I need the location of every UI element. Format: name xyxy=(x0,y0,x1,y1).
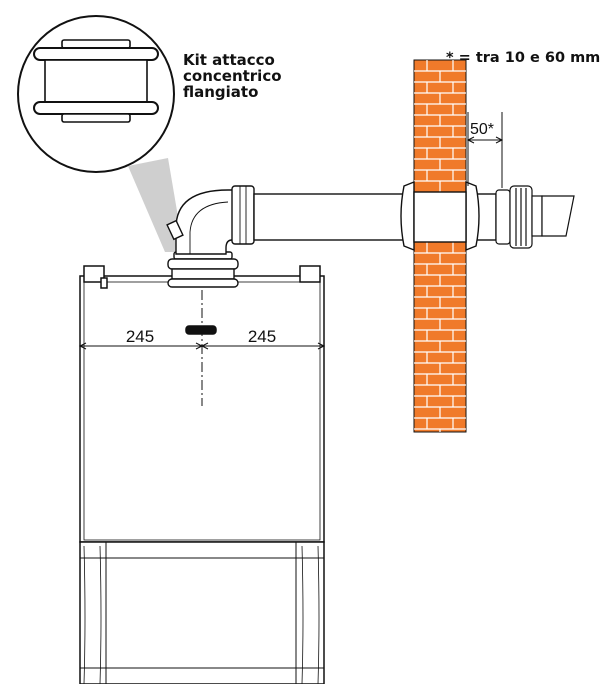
elbow-fitting xyxy=(166,185,255,255)
tolerance-note: * = tra 10 e 60 mm xyxy=(446,50,601,66)
flue-terminal xyxy=(495,185,575,249)
wall-rosettes xyxy=(400,180,480,252)
wall-offset-dimension xyxy=(466,112,504,188)
callout-label: Kit attacco concentrico flangiato xyxy=(183,51,282,101)
wall-offset-label: 50* xyxy=(470,121,494,138)
callout-magnifier xyxy=(17,15,175,173)
boiler-unit xyxy=(79,265,325,685)
flange-adapter xyxy=(167,251,239,288)
brick-wall xyxy=(413,59,467,433)
dimension-right-label: 245 xyxy=(248,327,276,346)
width-dimension xyxy=(78,342,326,350)
dimension-left-label: 245 xyxy=(126,327,154,346)
